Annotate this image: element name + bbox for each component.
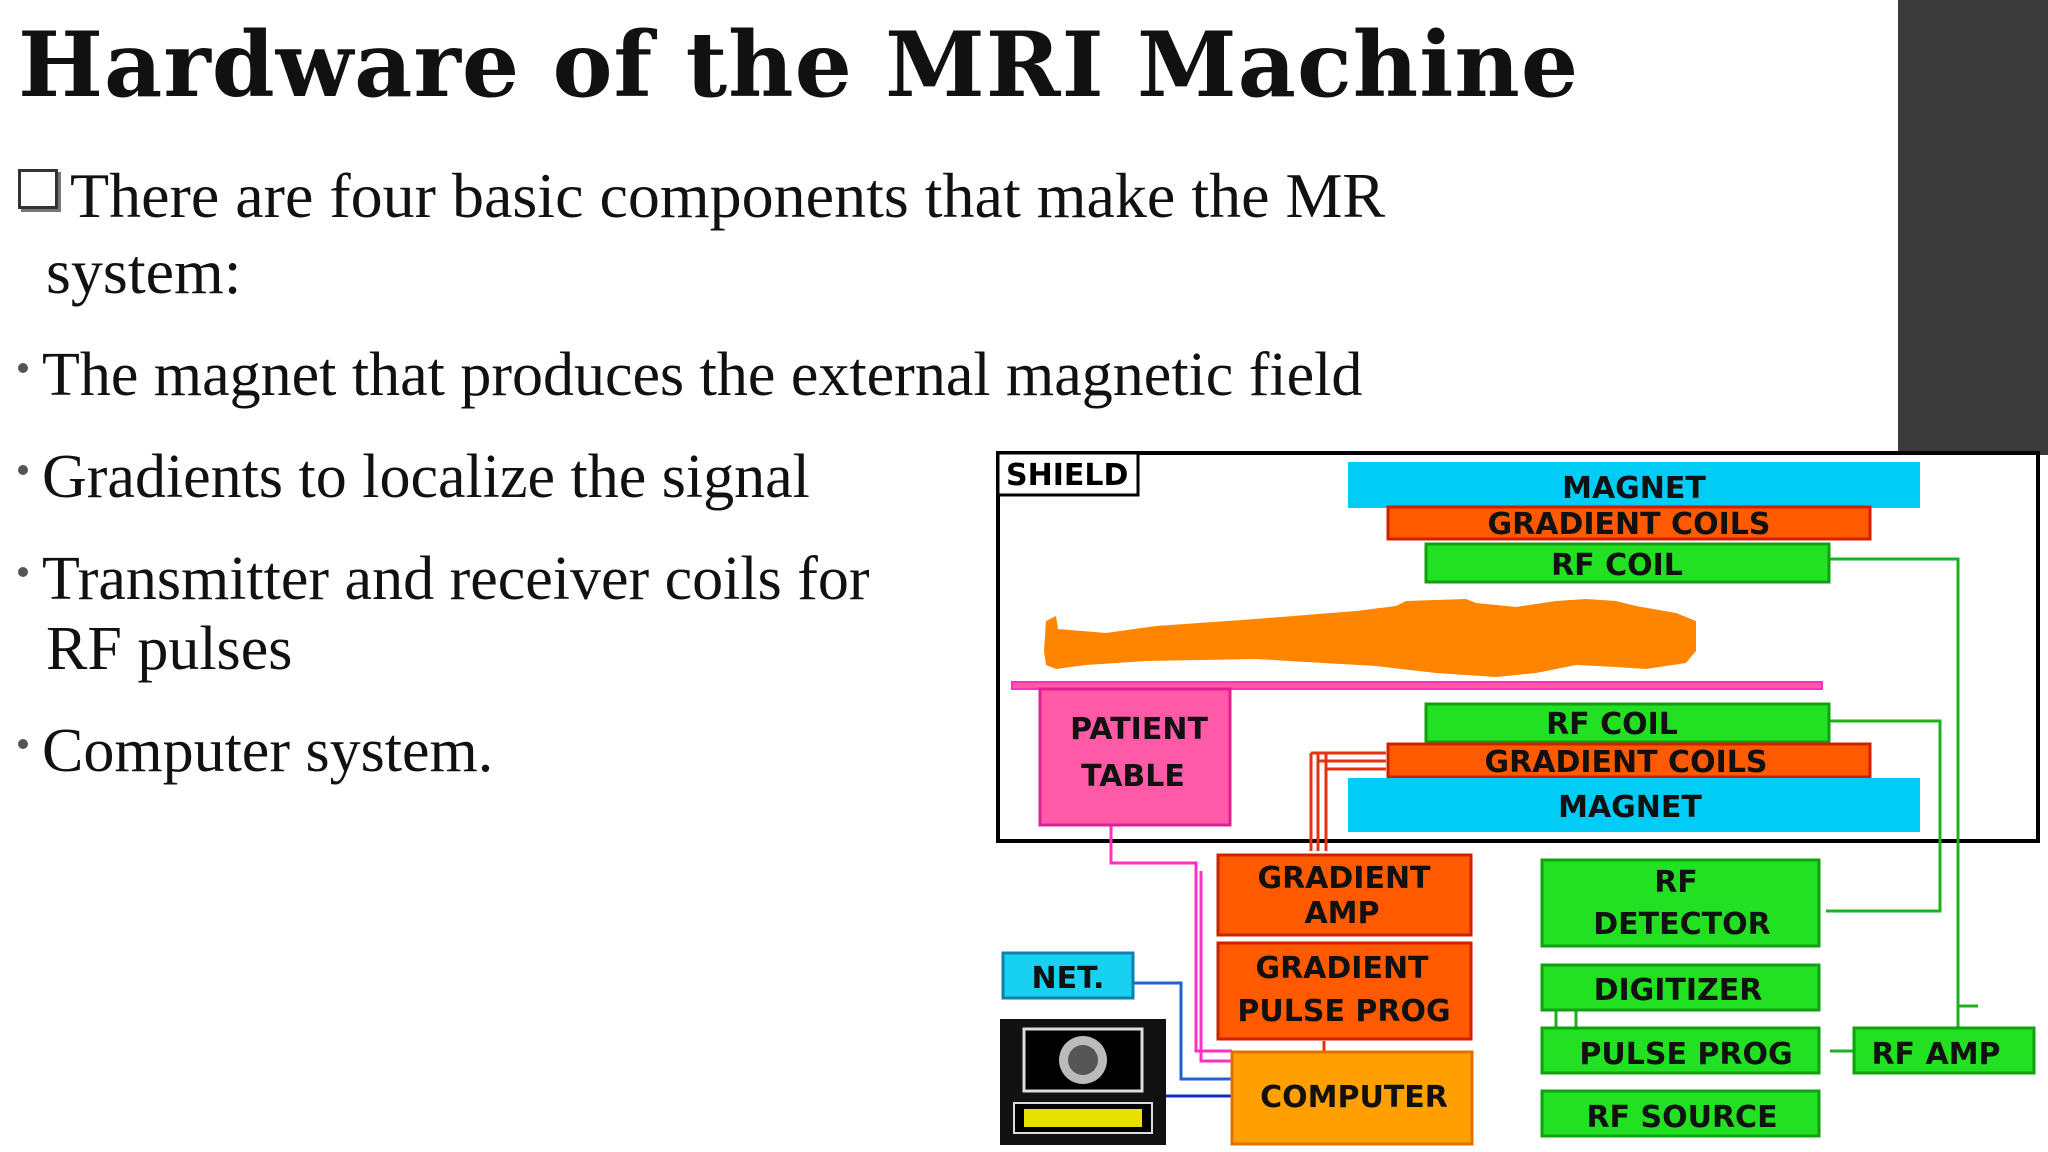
rf-amp-label: RF AMP bbox=[1871, 1037, 2000, 1072]
patient-table bbox=[1038, 687, 1232, 827]
side-accent-bar bbox=[1898, 0, 2048, 455]
gradient-coils-bottom bbox=[1386, 742, 1872, 779]
workstation-icon bbox=[1000, 1019, 1166, 1145]
digitizer-label: DIGITIZER bbox=[1594, 973, 1763, 1008]
bullet-text: Computer system. bbox=[42, 717, 494, 785]
keyboard-keys bbox=[1024, 1109, 1142, 1127]
rf-amp bbox=[1852, 1026, 2036, 1075]
bullet-item: Gradients to localize the signal bbox=[18, 442, 810, 512]
gradient-pulse-label-1: GRADIENT bbox=[1255, 951, 1429, 986]
magnet-bottom-label: MAGNET bbox=[1558, 790, 1702, 825]
checkbox-bullet-icon bbox=[18, 169, 58, 209]
bullet-dot-icon bbox=[18, 363, 28, 373]
bullet-item: Computer system. bbox=[18, 716, 493, 786]
gradient-amp-label-1: GRADIENT bbox=[1257, 861, 1431, 896]
intro-text: There are four basic components that mak… bbox=[18, 158, 1778, 310]
gradient-coils-top-label: GRADIENT COILS bbox=[1488, 507, 1771, 542]
magnet-bottom bbox=[1348, 778, 1920, 832]
net-box bbox=[1001, 951, 1135, 1000]
gradient-amp-label-2: AMP bbox=[1304, 896, 1379, 931]
wire-rf-coil-to-rf-amp bbox=[1829, 557, 1978, 1008]
net-label: NET. bbox=[1032, 961, 1105, 996]
intro-line-2: system: bbox=[46, 236, 242, 307]
bullet-text: Gradients to localize the signal bbox=[42, 443, 810, 511]
gradient-amp bbox=[1216, 853, 1473, 937]
computer-box bbox=[1230, 1050, 1474, 1146]
rf-detector bbox=[1540, 858, 1821, 948]
digitizer bbox=[1540, 963, 1821, 1012]
gradient-pulse-label-2: PULSE PROG bbox=[1237, 994, 1450, 1029]
rf-coil-top-label: RF COIL bbox=[1551, 548, 1683, 583]
shield-enclosure bbox=[996, 451, 2040, 843]
bullet-text: The magnet that produces the external ma… bbox=[42, 341, 1363, 409]
bullet-continuation: RF pulses bbox=[46, 615, 293, 683]
rf-coil-bottom bbox=[1424, 702, 1831, 744]
patient-table-surface bbox=[1011, 681, 1823, 690]
patient-body bbox=[1044, 599, 1696, 677]
bullet-dot-icon bbox=[18, 739, 28, 749]
bullet-dot-icon bbox=[18, 465, 28, 475]
rf-source bbox=[1540, 1089, 1821, 1138]
gradient-coils-top bbox=[1386, 505, 1872, 541]
shield-label-box bbox=[996, 451, 1140, 497]
gradient-coils-bottom-label: GRADIENT COILS bbox=[1485, 745, 1768, 780]
rf-detector-label-1: RF bbox=[1654, 865, 1698, 900]
patient-table-label-2: TABLE bbox=[1081, 759, 1185, 794]
bullet-dot-icon bbox=[18, 567, 28, 577]
slide-title: Hardware of the MRI Machine bbox=[18, 12, 1580, 118]
bullet-text: Transmitter and receiver coils for bbox=[42, 545, 870, 613]
rf-source-label: RF SOURCE bbox=[1586, 1100, 1777, 1135]
shield-label: SHIELD bbox=[1006, 458, 1128, 493]
computer-label: COMPUTER bbox=[1260, 1080, 1448, 1115]
bullet-item: The magnet that produces the external ma… bbox=[18, 340, 1362, 410]
pulse-prog bbox=[1540, 1026, 1821, 1075]
patient-table-label-1: PATIENT bbox=[1070, 712, 1208, 747]
magnet-top-label: MAGNET bbox=[1562, 471, 1706, 506]
wire-rf-coil-to-detector bbox=[1826, 719, 1942, 913]
rf-detector-label-2: DETECTOR bbox=[1593, 907, 1770, 942]
brain-scan-core bbox=[1068, 1045, 1098, 1075]
rf-coil-top bbox=[1424, 542, 1831, 584]
wire-table-to-computer-2 bbox=[1199, 871, 1232, 1063]
gradient-pulse-prog bbox=[1216, 941, 1473, 1041]
wire-table-to-computer bbox=[1109, 826, 1232, 1053]
mri-hardware-diagram: SHIELD MAGNET GRADIENT COILS RF COIL bbox=[996, 451, 2040, 1146]
magnet-top bbox=[1348, 462, 1920, 508]
pulse-prog-label: PULSE PROG bbox=[1579, 1037, 1792, 1072]
intro-line-1: There are four basic components that mak… bbox=[70, 160, 1386, 231]
rf-coil-bottom-label: RF COIL bbox=[1546, 707, 1678, 742]
wire-net-to-computer bbox=[1133, 981, 1232, 1081]
